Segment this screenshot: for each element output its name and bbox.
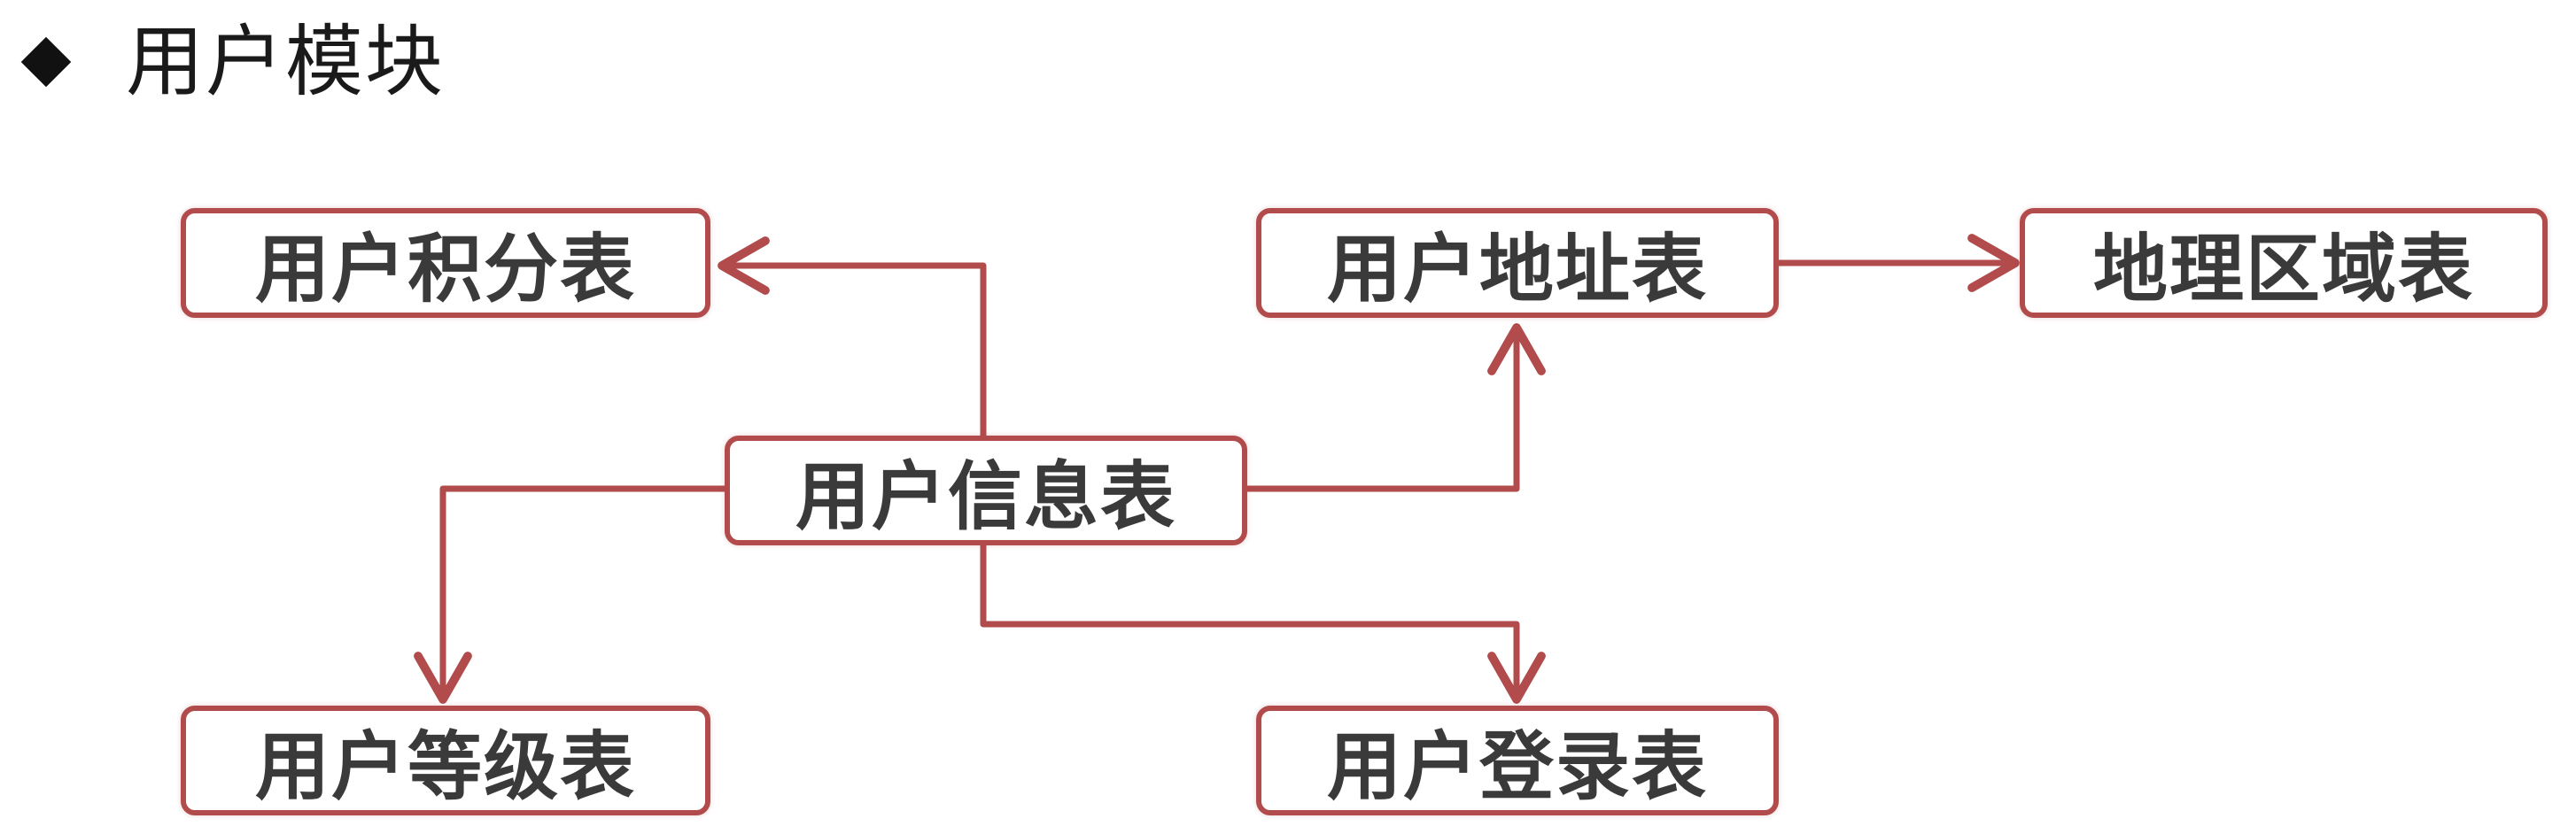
edge-user-info-to-user-login: [980, 540, 1546, 704]
page-title: 用户模块: [126, 16, 446, 107]
edge-user-info-to-user-points: [718, 236, 987, 442]
node-user-info: 用户信息表: [725, 436, 1247, 545]
edge-user-info-to-user-level: [414, 485, 728, 704]
node-user-address: 用户地址表: [1256, 208, 1779, 318]
node-user-points: 用户积分表: [181, 208, 710, 318]
node-geo-region: 地理区域表: [2020, 208, 2548, 318]
node-user-login: 用户登录表: [1256, 706, 1779, 815]
header: 用户模块: [19, 9, 445, 115]
node-user-level: 用户等级表: [181, 706, 710, 815]
edge-user-info-to-user-address: [1239, 323, 1546, 492]
